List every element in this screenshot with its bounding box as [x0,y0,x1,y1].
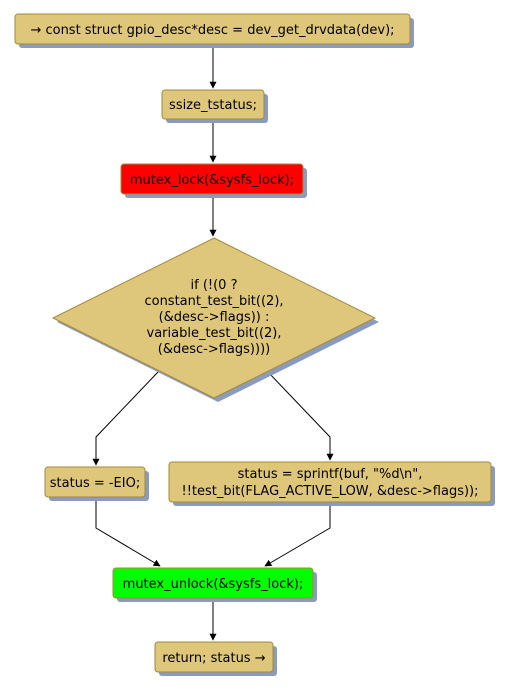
start-node: → const struct gpio_desc*desc = dev_get_… [14,13,414,48]
status-eio-node: status = -EIO; [44,466,149,501]
return-node: return; status → [154,641,277,676]
edge-cond-to-eio [92,371,159,466]
status-eio-node-label: status = -EIO; [50,476,140,491]
status-sprintf-line-2: !!test_bit(FLAG_ACTIVE_LOW, &desc->flags… [181,484,478,499]
declaration-node: ssize_tstatus; [161,89,268,123]
edge-cond-to-sprintf [267,371,334,461]
condition-line-5: (&desc->flags)))) [158,342,270,357]
status-sprintf-line-1: status = sprintf(buf, "%d\n", [238,467,423,482]
return-node-box [154,641,274,673]
mutex-lock-node: mutex_lock(&sysfs_lock); [120,163,307,198]
condition-line-3: (&desc->flags)) : [159,310,270,325]
declaration-node-label: ssize_tstatus; [169,98,257,113]
condition-line-2: constant_test_bit((2), [144,294,283,309]
condition-decision: if (!(0 ? constant_test_bit((2), (&desc-… [51,237,379,402]
status-sprintf-node-box [168,461,492,503]
status-sprintf-node: status = sprintf(buf, "%d\n", !!test_bit… [168,461,495,506]
edge-sprintf-to-unlock [264,503,331,567]
return-node-label: return; status → [162,651,265,666]
mutex-unlock-node: mutex_unlock(&sysfs_lock); [112,567,317,602]
edges [92,45,334,641]
start-node-label: → const struct gpio_desc*desc = dev_get_… [30,23,394,38]
declaration-node-box [161,89,265,120]
mutex-unlock-node-label: mutex_unlock(&sysfs_lock); [123,577,304,592]
mutex-lock-node-label: mutex_lock(&sysfs_lock); [130,173,294,188]
status-eio-node-box [44,466,146,498]
mutex-unlock-node-box [112,567,314,599]
condition-line-1: if (!(0 ? [191,278,238,293]
condition-line-4: variable_test_bit((2), [147,326,282,341]
mutex-lock-node-box [120,163,304,195]
start-node-box [14,13,411,45]
condition-decision-diamond [51,237,377,399]
edge-eio-to-unlock [95,498,161,567]
